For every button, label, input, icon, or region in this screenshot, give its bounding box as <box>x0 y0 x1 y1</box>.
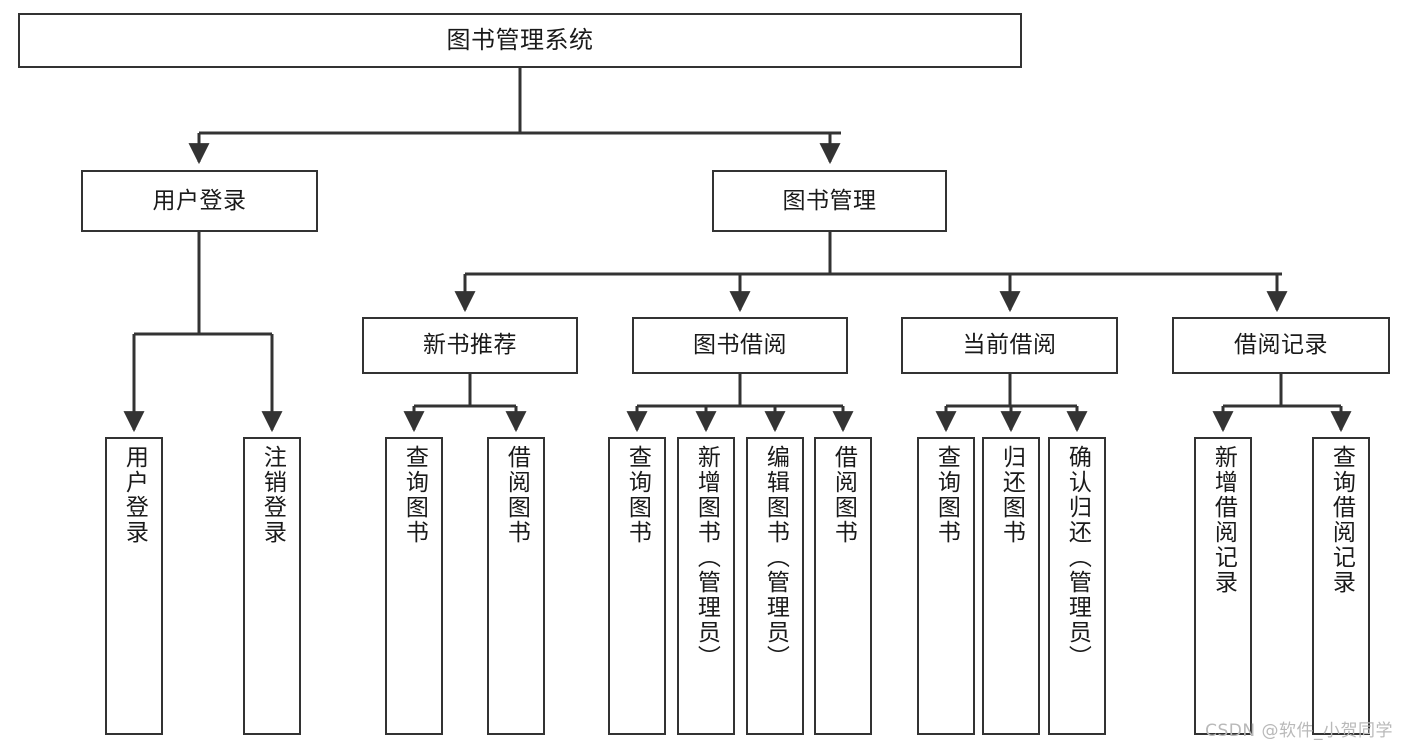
node-label: 借阅图书 <box>503 445 530 545</box>
node-user-login[interactable]: 用户登录 <box>81 170 318 232</box>
leaf-user-login[interactable]: 用户登录 <box>105 437 163 735</box>
leaf-confirm-return-admin[interactable]: 确认归还（管理员） <box>1048 437 1106 735</box>
leaf-query-book-current[interactable]: 查询图书 <box>917 437 975 735</box>
node-label: 借阅图书 <box>830 445 857 545</box>
node-label: 新书推荐 <box>423 332 517 359</box>
node-label: 图书管理 <box>782 187 877 214</box>
node-label: 图书借阅 <box>693 332 787 359</box>
leaf-query-book-new[interactable]: 查询图书 <box>385 437 443 735</box>
leaf-query-book-borrow[interactable]: 查询图书 <box>608 437 666 735</box>
node-root-system[interactable]: 图书管理系统 <box>18 13 1022 68</box>
node-borrow-record[interactable]: 借阅记录 <box>1172 317 1390 374</box>
node-book-borrow[interactable]: 图书借阅 <box>632 317 848 374</box>
node-label: 查询图书 <box>624 445 651 545</box>
node-label: 编辑图书（管理员） <box>762 445 789 670</box>
node-label: 查询借阅记录 <box>1328 445 1355 595</box>
leaf-edit-book-admin[interactable]: 编辑图书（管理员） <box>746 437 804 735</box>
node-new-book-recommend[interactable]: 新书推荐 <box>362 317 578 374</box>
node-label: 注销登录 <box>259 445 286 545</box>
leaf-borrow-book[interactable]: 借阅图书 <box>814 437 872 735</box>
node-label: 当前借阅 <box>962 332 1057 359</box>
node-book-management[interactable]: 图书管理 <box>712 170 947 232</box>
node-label: 新增借阅记录 <box>1210 445 1237 595</box>
leaf-user-logout[interactable]: 注销登录 <box>243 437 301 735</box>
leaf-return-book[interactable]: 归还图书 <box>982 437 1040 735</box>
watermark: CSDN @软件_小贺同学 <box>1205 721 1393 741</box>
node-label: 用户登录 <box>121 445 148 545</box>
leaf-add-book-admin[interactable]: 新增图书（管理员） <box>677 437 735 735</box>
node-label: 确认归还（管理员） <box>1064 445 1091 670</box>
leaf-query-borrow-record[interactable]: 查询借阅记录 <box>1312 437 1370 735</box>
leaf-borrow-book-new[interactable]: 借阅图书 <box>487 437 545 735</box>
node-label: 图书管理系统 <box>446 25 594 54</box>
leaf-add-borrow-record[interactable]: 新增借阅记录 <box>1194 437 1252 735</box>
node-label: 借阅记录 <box>1234 332 1328 359</box>
node-current-borrow[interactable]: 当前借阅 <box>901 317 1118 374</box>
node-label: 归还图书 <box>998 445 1025 545</box>
node-label: 用户登录 <box>152 187 247 214</box>
node-label: 查询图书 <box>933 445 960 545</box>
node-label: 查询图书 <box>401 445 428 545</box>
node-label: 新增图书（管理员） <box>693 445 720 670</box>
